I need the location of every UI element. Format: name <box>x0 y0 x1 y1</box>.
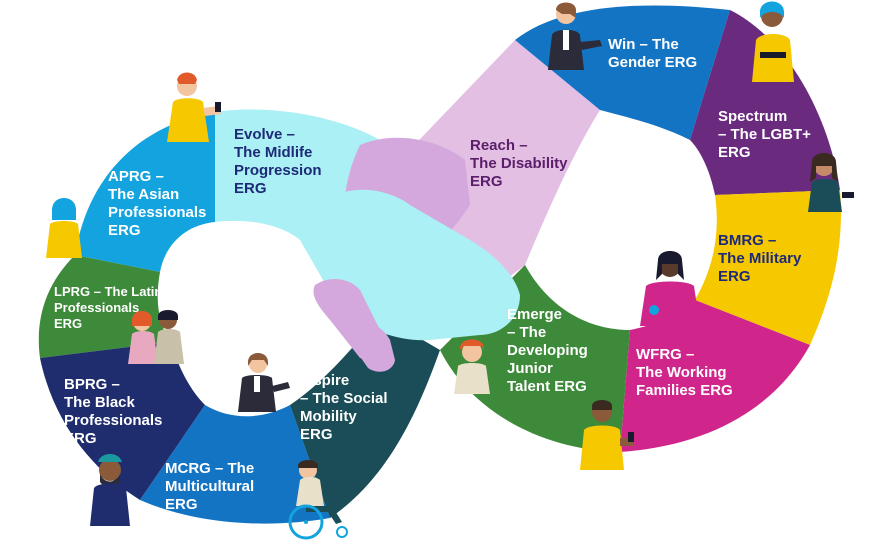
person-yellow-jacket-icon <box>580 400 634 470</box>
person-magenta-icon <box>640 251 700 326</box>
segment-spectrum <box>690 10 840 195</box>
couple-icon <box>128 310 184 364</box>
handshake-icon <box>313 137 520 372</box>
lilac-finger-2 <box>350 322 395 372</box>
label-inspire: Inspire – The Social Mobility ERG <box>300 372 388 443</box>
person-phone-icon <box>808 153 854 212</box>
label-spectrum: Spectrum – The LGBT+ ERG <box>718 108 811 161</box>
person-child-icon <box>454 339 490 394</box>
person-yellow-shirt-icon <box>167 72 221 142</box>
label-lprg: LPRG – The Latin Professionals ERG <box>54 284 163 331</box>
segment-bprg <box>40 342 205 500</box>
label-emerge: Emerge – The Developing Junior Talent ER… <box>507 306 588 395</box>
segment-inspire <box>290 315 440 518</box>
label-mcrg: MCRG – The Multicultural ERG <box>165 460 255 513</box>
wheelchair-user-icon <box>288 460 348 540</box>
segment-wfrg <box>620 300 810 452</box>
person-headscarf-icon <box>752 1 794 82</box>
segment-aprg <box>75 112 215 272</box>
label-bprg: BPRG – The Black Professionals ERG <box>64 376 163 447</box>
person-turban-icon <box>90 454 130 526</box>
person-hijab-icon <box>46 198 82 258</box>
segment-mcrg <box>140 405 330 524</box>
label-aprg: APRG – The Asian Professionals ERG <box>108 168 207 239</box>
light-blue-hand <box>318 189 520 341</box>
person-bun-icon <box>238 353 290 412</box>
label-win: Win – The Gender ERG <box>608 36 698 71</box>
label-evolve: Evolve – The Midlife Progression ERG <box>234 126 322 197</box>
person-suit-icon <box>548 2 602 70</box>
label-bmrg: BMRG – The Military ERG <box>718 232 802 285</box>
segment-bmrg <box>695 190 841 345</box>
label-wfrg: WFRG – The Working Families ERG <box>636 346 733 399</box>
label-reach: Reach – The Disability ERG <box>470 137 568 190</box>
